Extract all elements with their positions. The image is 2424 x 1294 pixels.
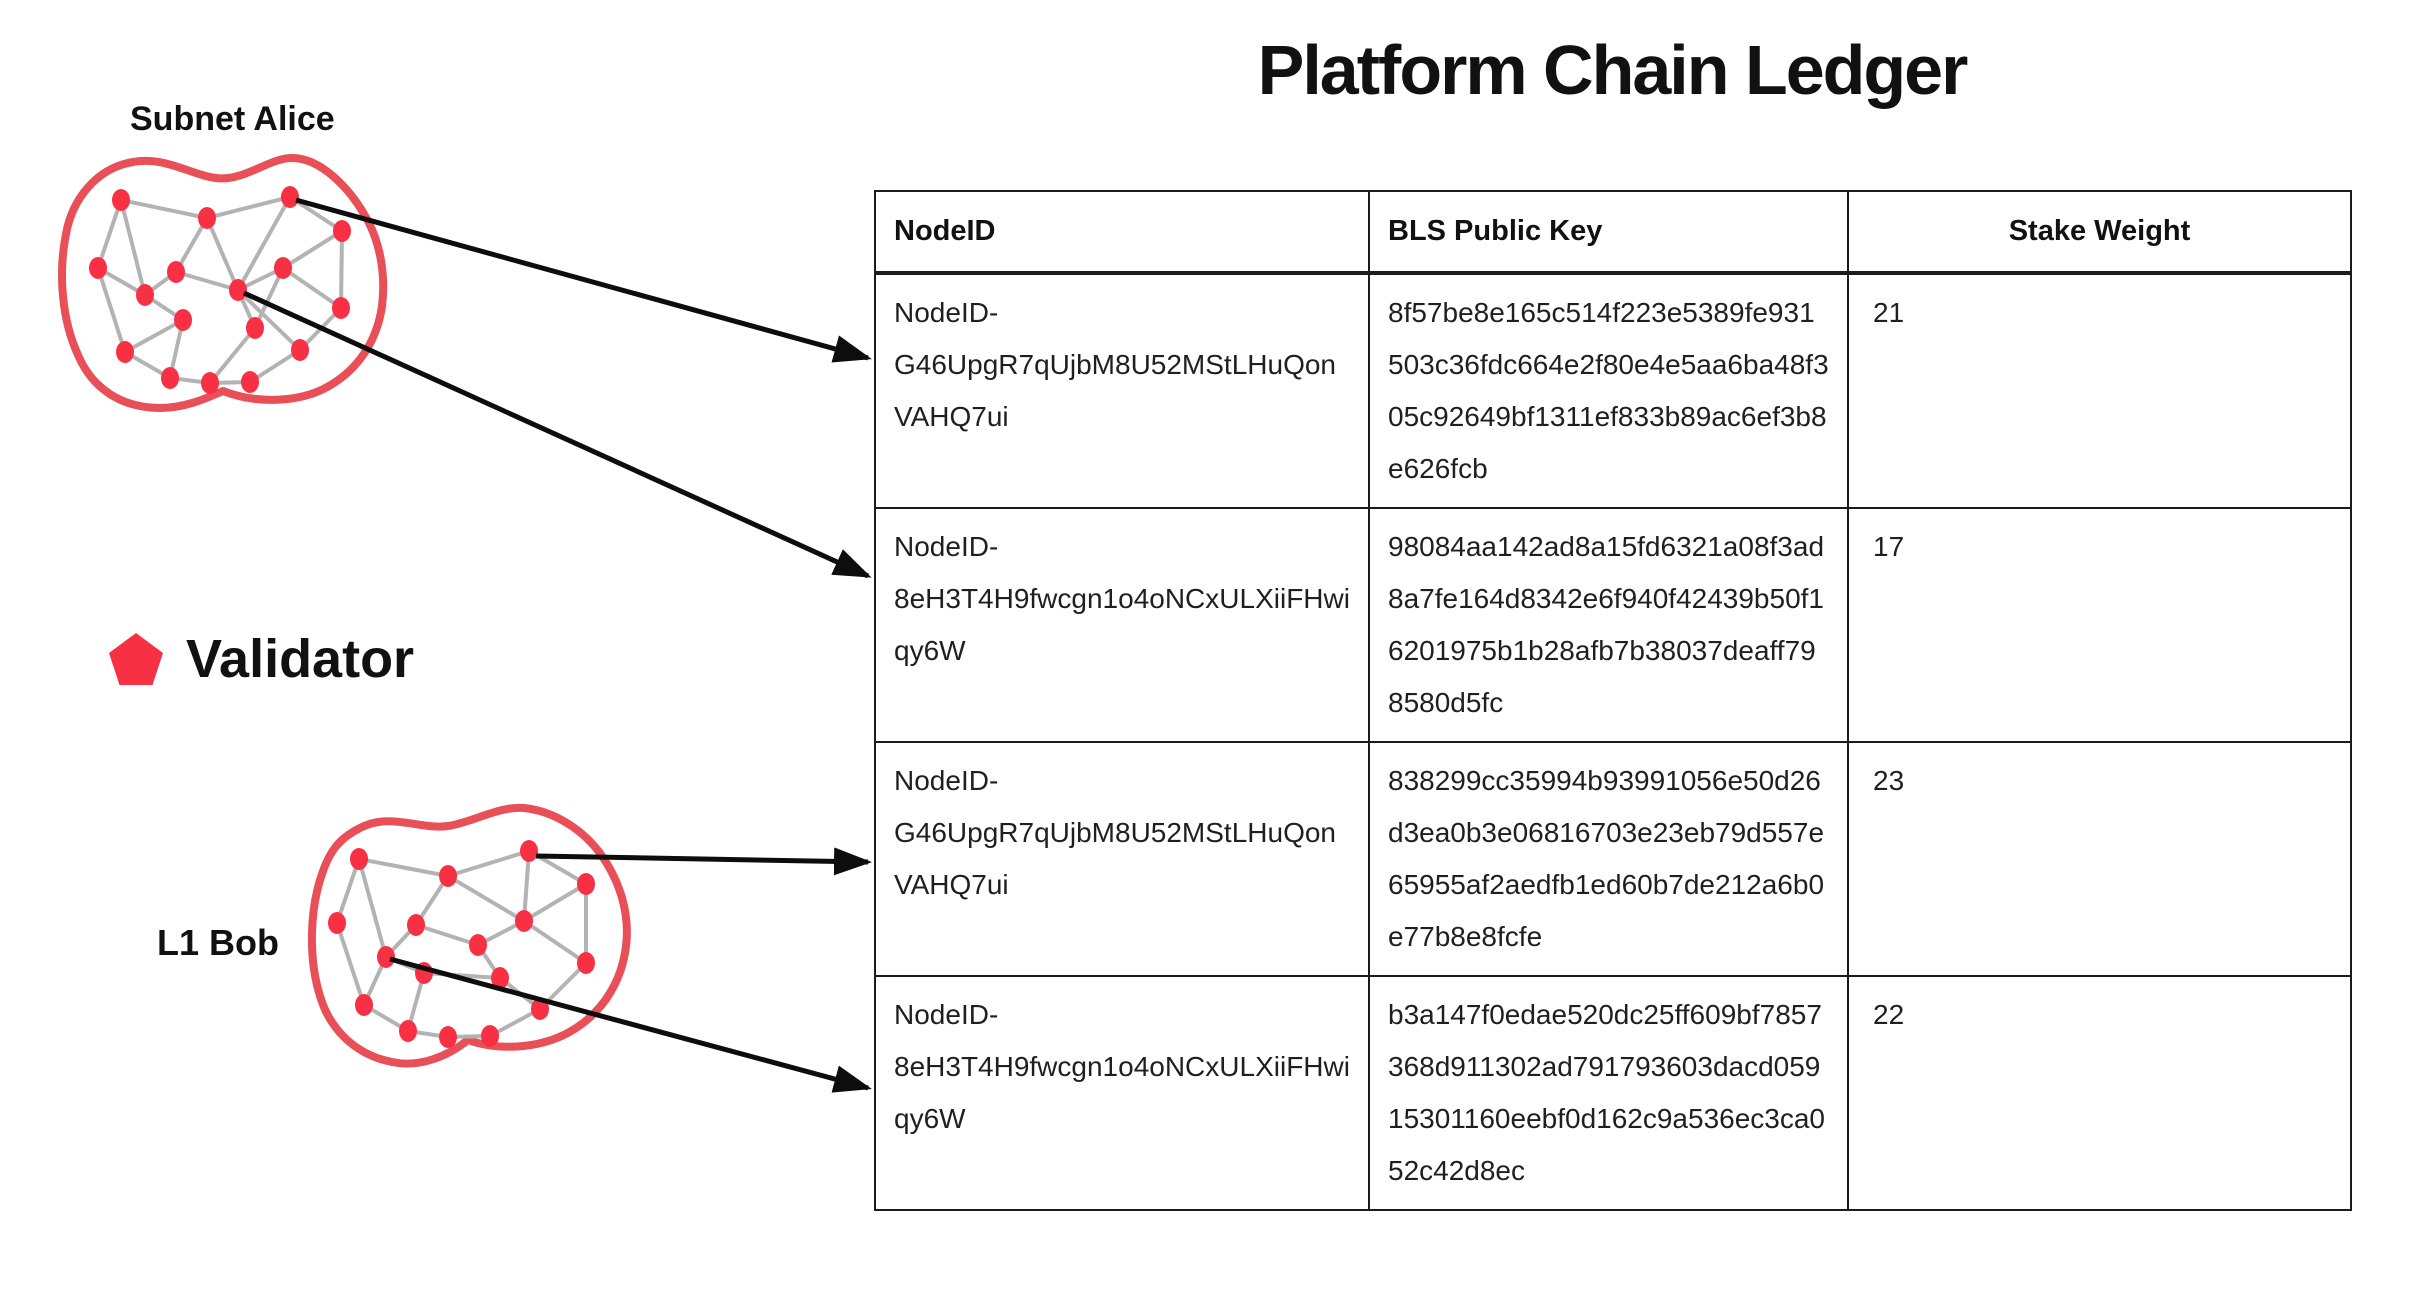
subnet-alice-network xyxy=(58,154,388,412)
arrow-alice-to-row2 xyxy=(242,290,872,579)
nodeid-cell: NodeID-G46UpgR7qUjbM8U52MStLHuQonVAHQ7ui xyxy=(874,272,1370,509)
stake-weight-cell: 22 xyxy=(1847,975,2352,1211)
table-row: NodeID-G46UpgR7qUjbM8U52MStLHuQonVAHQ7ui… xyxy=(874,272,2352,509)
page-title: Platform Chain Ledger xyxy=(1257,31,1969,109)
stake-weight-cell: 23 xyxy=(1847,741,2352,977)
validator-nodes xyxy=(328,840,595,1048)
l1-bob-blob-outline xyxy=(308,803,631,1068)
l1-bob-label: L1 Bob xyxy=(157,922,279,963)
col-header-stake-weight: Stake Weight xyxy=(1847,190,2352,275)
l1-bob-network xyxy=(308,803,631,1068)
arrow-bob-to-row3 xyxy=(535,847,872,876)
subnet-alice-label: Subnet Alice xyxy=(130,100,335,138)
bls-public-key-cell: b3a147f0edae520dc25ff609bf7857368d911302… xyxy=(1368,975,1849,1211)
bls-public-key-cell: 838299cc35994b93991056e50d26d3ea0b3e0681… xyxy=(1368,741,1849,977)
ledger-table: NodeID BLS Public Key Stake Weight NodeI… xyxy=(874,190,2352,1211)
validator-nodes xyxy=(89,186,351,394)
stake-weight-cell: 21 xyxy=(1847,272,2352,509)
subnet-alice-blob-outline xyxy=(58,154,388,412)
table-header-row: NodeID BLS Public Key Stake Weight xyxy=(874,190,2352,275)
validator-pentagon-icon xyxy=(109,633,163,685)
validator-legend: Validator xyxy=(108,632,414,686)
table-row: NodeID-8eH3T4H9fwcgn1o4oNCxULXiiFHwiqy6W… xyxy=(874,507,2352,743)
arrow-alice-to-row1 xyxy=(295,197,872,363)
col-header-nodeid: NodeID xyxy=(874,190,1370,275)
col-header-bls-public-key: BLS Public Key xyxy=(1368,190,1849,275)
stake-weight-cell: 17 xyxy=(1847,507,2352,743)
validator-legend-label: Validator xyxy=(186,629,415,689)
bls-public-key-cell: 8f57be8e165c514f223e5389fe931503c36fdc66… xyxy=(1368,272,1849,509)
bls-public-key-cell: 98084aa142ad8a15fd6321a08f3ad8a7fe164d83… xyxy=(1368,507,1849,743)
arrow-bob-to-row4 xyxy=(389,956,872,1093)
nodeid-cell: NodeID-G46UpgR7qUjbM8U52MStLHuQonVAHQ7ui xyxy=(874,741,1370,977)
table-row: NodeID-G46UpgR7qUjbM8U52MStLHuQonVAHQ7ui… xyxy=(874,741,2352,977)
nodeid-cell: NodeID-8eH3T4H9fwcgn1o4oNCxULXiiFHwiqy6W xyxy=(874,507,1370,743)
nodeid-cell: NodeID-8eH3T4H9fwcgn1o4oNCxULXiiFHwiqy6W xyxy=(874,975,1370,1211)
table-row: NodeID-8eH3T4H9fwcgn1o4oNCxULXiiFHwiqy6W… xyxy=(874,975,2352,1211)
